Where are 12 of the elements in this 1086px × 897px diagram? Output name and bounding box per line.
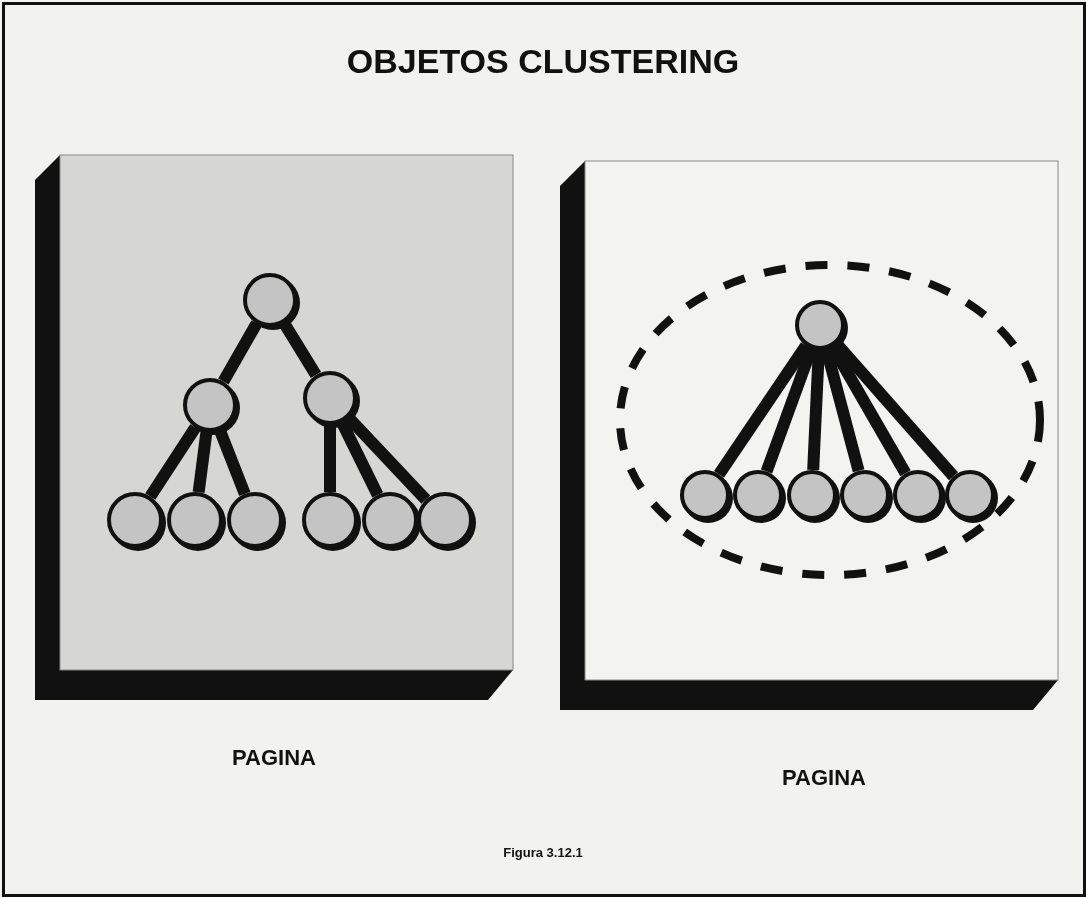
diagram-title: OBJETOS CLUSTERING — [345, 42, 741, 81]
connector-line — [145, 424, 201, 500]
connector-line — [807, 349, 825, 471]
connector-line — [324, 425, 336, 492]
page-panel — [35, 152, 513, 700]
cluster-ellipse — [615, 260, 1045, 580]
panel-label: PAGINA — [231, 745, 317, 771]
connector-line — [218, 320, 262, 385]
page-panel — [560, 158, 1058, 710]
connector-line — [192, 431, 213, 494]
figure-caption: Figura 3.12.1 — [502, 845, 584, 860]
panel-label: PAGINA — [781, 765, 867, 791]
